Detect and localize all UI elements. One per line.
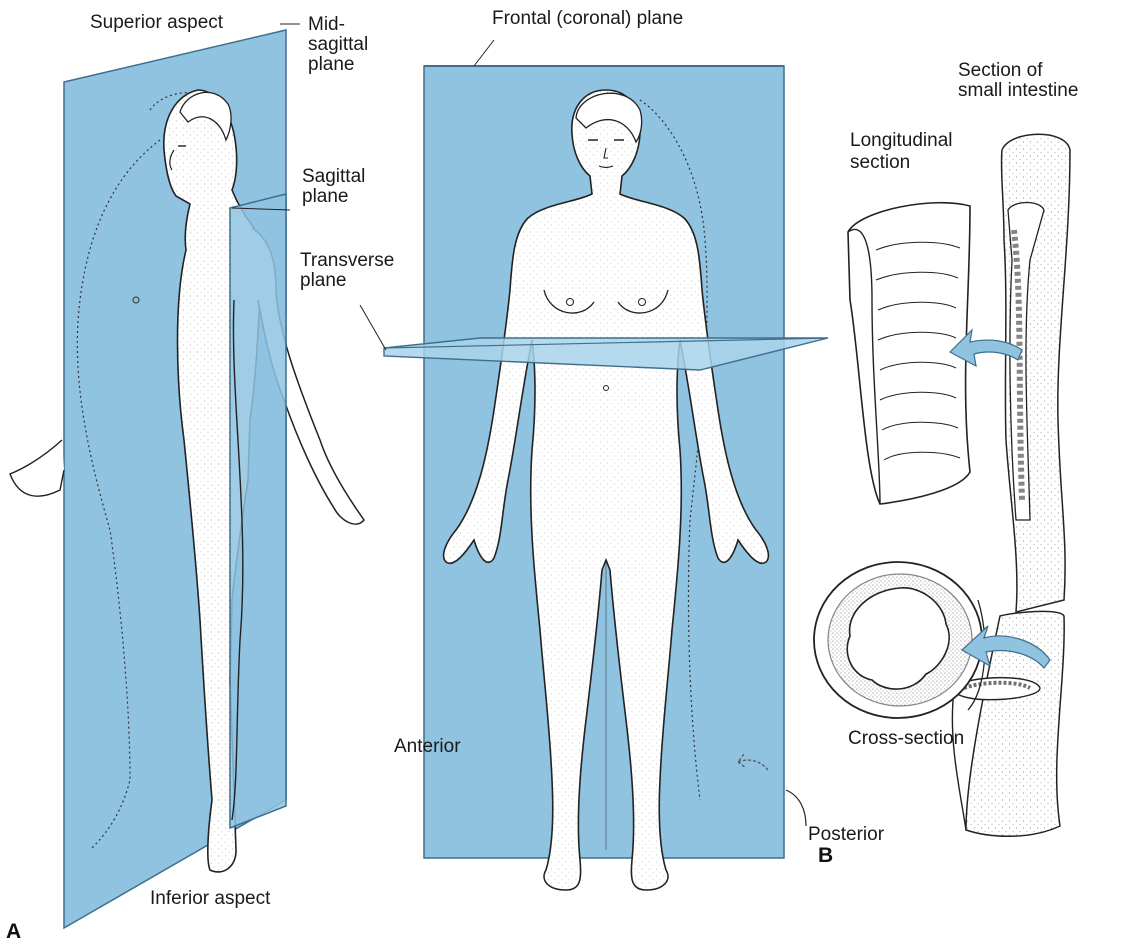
section-label-1: Section of	[958, 60, 1043, 82]
panel-label-a: A	[6, 920, 21, 944]
superior-aspect-label: Superior aspect	[90, 12, 223, 34]
frontal-plane-label: Frontal (coronal) plane	[492, 8, 683, 30]
mid-sagittal-label-1: Mid-	[308, 14, 345, 36]
mid-sagittal-label-3: plane	[308, 54, 355, 76]
sagittal-label-2: plane	[302, 186, 349, 208]
anterior-label: Anterior	[394, 736, 461, 758]
cross-section-label: Cross-section	[848, 728, 964, 750]
cross-section	[814, 562, 985, 718]
transverse-label-1: Transverse	[300, 250, 394, 272]
sagittal-label-1: Sagittal	[302, 166, 365, 188]
posterior-label: Posterior	[808, 824, 884, 846]
inferior-aspect-label: Inferior aspect	[150, 888, 270, 910]
longitudinal-label-2: section	[850, 152, 910, 174]
longitudinal-label-1: Longitudinal	[850, 130, 952, 152]
transverse-label-2: plane	[300, 270, 347, 292]
section-label-2: small intestine	[958, 80, 1078, 102]
sagittal-plane	[230, 194, 286, 828]
small-intestine-tube	[1001, 134, 1070, 612]
mid-sagittal-label-2: sagittal	[308, 34, 368, 56]
panel-label-b: B	[818, 844, 833, 868]
